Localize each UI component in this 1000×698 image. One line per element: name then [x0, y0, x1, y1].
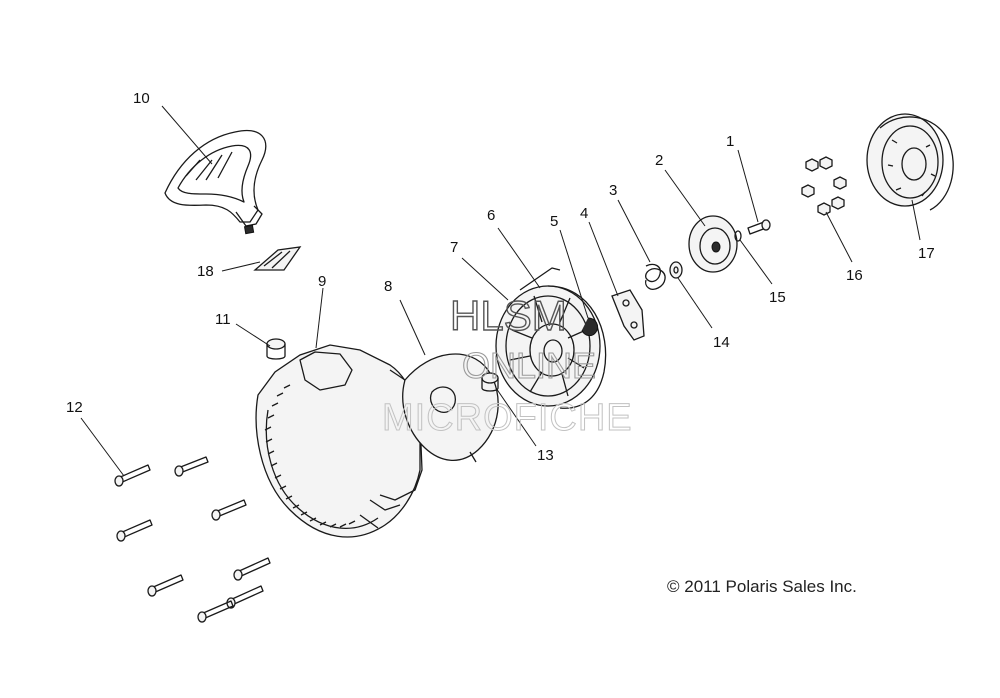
- callout-8: 8: [384, 278, 392, 295]
- callout-1: 1: [726, 133, 734, 150]
- callout-3: 3: [609, 182, 617, 199]
- part-18-insert: [253, 246, 302, 271]
- callout-10: 10: [133, 90, 150, 107]
- part-9-recoil-housing: [255, 344, 423, 538]
- part-11-plug: [266, 338, 286, 360]
- callout-16: 16: [846, 267, 863, 284]
- part-17-starter-cup: [866, 113, 954, 211]
- watermark-line-1: HLSM: [450, 292, 567, 339]
- callout-6: 6: [487, 207, 495, 224]
- callout-4: 4: [580, 205, 588, 222]
- part-4-pawl: [611, 289, 645, 341]
- callout-2: 2: [655, 152, 663, 169]
- callout-14: 14: [713, 334, 730, 351]
- callout-labels: 1 2 3 4 5 6 7 8 9 10 11 12 13 14 15 16 1…: [66, 90, 935, 464]
- watermark-line-2: ONLINE: [462, 345, 596, 386]
- callout-18: 18: [197, 263, 214, 280]
- part-10-starter-handle: [164, 130, 267, 235]
- part-3-spring: [644, 263, 666, 290]
- leader-lines: [80, 105, 921, 477]
- part-2-friction-plate: [688, 215, 738, 273]
- part-13-bushing: [481, 372, 499, 392]
- callout-11: 11: [215, 311, 231, 328]
- watermark-line-3: MICROFICHE: [382, 397, 633, 439]
- callout-5: 5: [550, 213, 558, 230]
- callout-13: 13: [537, 447, 554, 464]
- callout-7: 7: [450, 239, 458, 256]
- callout-9: 9: [318, 273, 326, 290]
- part-8-spring-disc: [402, 353, 499, 463]
- part-16-nuts: [801, 156, 847, 216]
- part-12-bolts: [114, 456, 271, 623]
- callout-17: 17: [918, 245, 935, 262]
- part-6-7-pulley: [495, 267, 607, 409]
- watermark: HLSM ONLINE MICROFICHE: [382, 291, 633, 439]
- callout-15: 15: [769, 289, 786, 306]
- housing-vent-slots: [264, 384, 356, 528]
- part-1-screw: [747, 219, 771, 235]
- callout-12: 12: [66, 399, 83, 416]
- part-15-clip: [734, 230, 742, 242]
- copyright-notice: © 2011 Polaris Sales Inc.: [667, 577, 857, 596]
- part-14-washer: [669, 261, 683, 279]
